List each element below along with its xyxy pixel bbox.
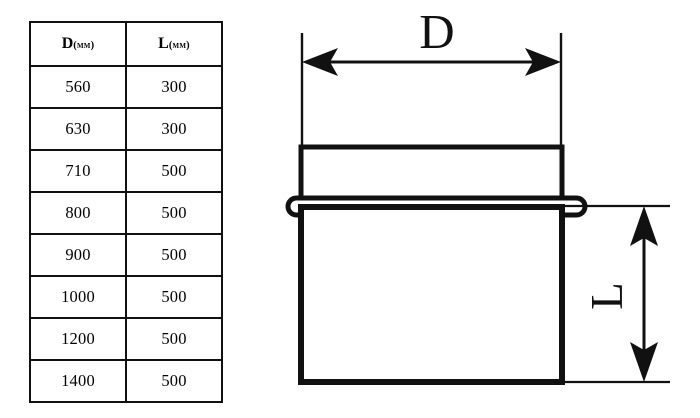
table-row: 560 300 xyxy=(29,65,223,109)
cell-diameter: 630 xyxy=(29,107,127,151)
table-row: 800 500 xyxy=(29,191,223,235)
dimension-label-l: L xyxy=(582,282,632,310)
arrowhead-down-icon xyxy=(630,342,658,382)
cell-diameter: 1000 xyxy=(29,275,127,319)
cell-length: 500 xyxy=(125,233,223,277)
cell-diameter: 800 xyxy=(29,191,127,235)
dimension-label-d: D xyxy=(419,4,454,59)
table-header-row: D(мм) L(мм) xyxy=(29,21,223,67)
table-row: 1400 500 xyxy=(29,359,223,403)
arrowhead-right-icon xyxy=(525,48,561,76)
column-header-length-symbol: L xyxy=(158,35,169,52)
cell-length: 300 xyxy=(125,65,223,109)
table-row: 710 500 xyxy=(29,149,223,193)
table-body: 560 300 630 300 710 500 800 500 900 50 xyxy=(29,65,223,403)
column-header-length-unit: (мм) xyxy=(168,40,190,51)
dimension-table-container: D(мм) L(мм) 560 300 630 300 710 500 xyxy=(29,21,223,403)
column-header-diameter-symbol: D xyxy=(61,35,74,52)
cell-diameter: 1200 xyxy=(29,317,127,361)
table-header: D(мм) L(мм) xyxy=(29,21,223,67)
cell-diameter: 710 xyxy=(29,149,127,193)
pipe-body-section xyxy=(298,204,565,385)
cell-length: 500 xyxy=(125,359,223,403)
pipe-drawing: D L xyxy=(270,0,700,418)
table-row: 630 300 xyxy=(29,107,223,151)
cell-diameter: 1400 xyxy=(29,359,127,403)
cell-diameter: 560 xyxy=(29,65,127,109)
table-row: 1000 500 xyxy=(29,275,223,319)
cell-length: 300 xyxy=(125,107,223,151)
pipe-drawing-svg: D L xyxy=(285,4,670,385)
table-row: 900 500 xyxy=(29,233,223,277)
arrowhead-up-icon xyxy=(630,206,658,246)
cell-length: 500 xyxy=(125,275,223,319)
column-header-diameter-unit: (мм) xyxy=(73,40,95,51)
cell-length: 500 xyxy=(125,191,223,235)
dimension-table: D(мм) L(мм) 560 300 630 300 710 500 xyxy=(29,21,223,403)
column-header-length: L(мм) xyxy=(125,21,223,67)
column-header-diameter: D(мм) xyxy=(29,21,127,67)
table-row: 1200 500 xyxy=(29,317,223,361)
cell-length: 500 xyxy=(125,317,223,361)
arrowhead-left-icon xyxy=(302,48,338,76)
cell-length: 500 xyxy=(125,149,223,193)
cell-diameter: 900 xyxy=(29,233,127,277)
